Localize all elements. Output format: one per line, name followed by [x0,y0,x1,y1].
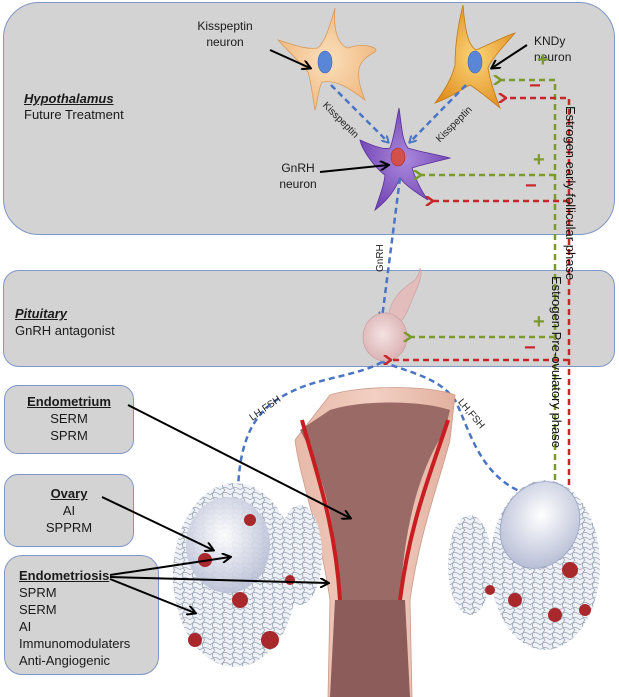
estrogen-feedback-early-follicular [410,80,557,480]
estrogen-pre-ovulatory-label: Estrogen Pre-ovulatory phase [549,276,564,448]
pituitary-panel [3,270,615,367]
uterus-illustration [294,387,456,697]
endometriosis-pointer-1 [109,557,230,576]
lhfsh-signal-left [236,360,383,491]
gnrh-neuron-label-line1: GnRH [281,161,315,175]
endometriosis-item: SPRM [19,585,57,600]
plus-sign-pituitary: + [533,311,545,333]
minus-sign-kndy: − [529,75,541,97]
gnrh-neuron-label: GnRH neuron [270,160,326,192]
plus-sign-kndy: + [537,49,549,71]
pituitary-subtitle: GnRH antagonist [15,323,115,338]
kndy-neuron [433,4,517,110]
endometriosis-item: AI [19,619,32,634]
endometriosis-label: Endometriosis SPRM SERM AI Immunomodulat… [19,567,130,669]
hypothalamus-subtitle: Future Treatment [24,107,124,122]
kisspeptin-neuron-label-line1: Kisspeptin [197,19,253,33]
kisspeptin-neuron [276,7,377,111]
endometriosis-box [4,555,159,675]
estrogen-feedback-pre-ovulatory [390,98,571,485]
pituitary-gland [362,267,422,362]
gnrh-signal [382,177,402,318]
ovary-item: SPPRM [45,520,93,535]
endometriosis-pointer-2 [109,576,328,583]
ovary-pointer [101,496,213,550]
endometrium-pointer [127,404,350,518]
endometriosis-item: Anti-Angiogenic [19,653,111,668]
ovary-label: Ovary AI SPPRM [4,485,134,536]
endometrium-box [4,385,134,454]
minus-sign-pituitary: − [524,337,536,359]
pituitary-title: Pituitary [15,306,68,321]
right-ovary-illustration [448,480,600,650]
estrogen-early-follicular-label: Estrogen early follicular phase [563,106,578,281]
endometriosis-title: Endometriosis [19,568,110,583]
kndy-neuron-label: KNDy neuron [534,33,571,65]
ovary-title: Ovary [50,486,88,501]
endometrium-label: Endometrium SERM SPRM [4,393,134,444]
endometriosis-item: Immunomodulaters [19,636,131,651]
ovary-box [4,474,134,547]
plus-sign-gnrh: + [533,149,545,171]
endometrium-title: Endometrium [27,394,111,409]
endometriosis-pointer-3 [109,578,195,613]
kisspeptin-neuron-label-line2: neuron [206,35,244,49]
kisspeptin-neuron-pointer [269,49,310,68]
gnrh-signal-label: GnRH [375,244,386,272]
kisspeptin-neuron-label: Kisspeptin neuron [185,18,265,50]
kndy-neuron-pointer [492,44,528,68]
kisspeptin-signal-left [330,84,388,142]
kndy-neuron-label-line1: KNDy [534,34,566,48]
gnrh-neuron-label-line2: neuron [279,177,317,191]
lhfsh-signal-right [381,360,530,495]
gnrh-neuron [359,107,452,212]
endometrium-item: SPRM [50,428,88,443]
kndy-neuron-label-line2: neuron [534,50,572,64]
endometriosis-item: SERM [19,602,57,617]
hypothalamus-title: Hypothalamus [24,91,114,106]
gnrh-neuron-pointer [319,165,388,173]
left-ovary-illustration [173,483,322,667]
minus-sign-gnrh: − [525,175,537,197]
hypothalamus-panel [3,2,615,235]
kisspeptin-signal-right [410,84,467,142]
ovary-item: AI [62,503,76,518]
endometrium-item: SERM [50,411,88,426]
